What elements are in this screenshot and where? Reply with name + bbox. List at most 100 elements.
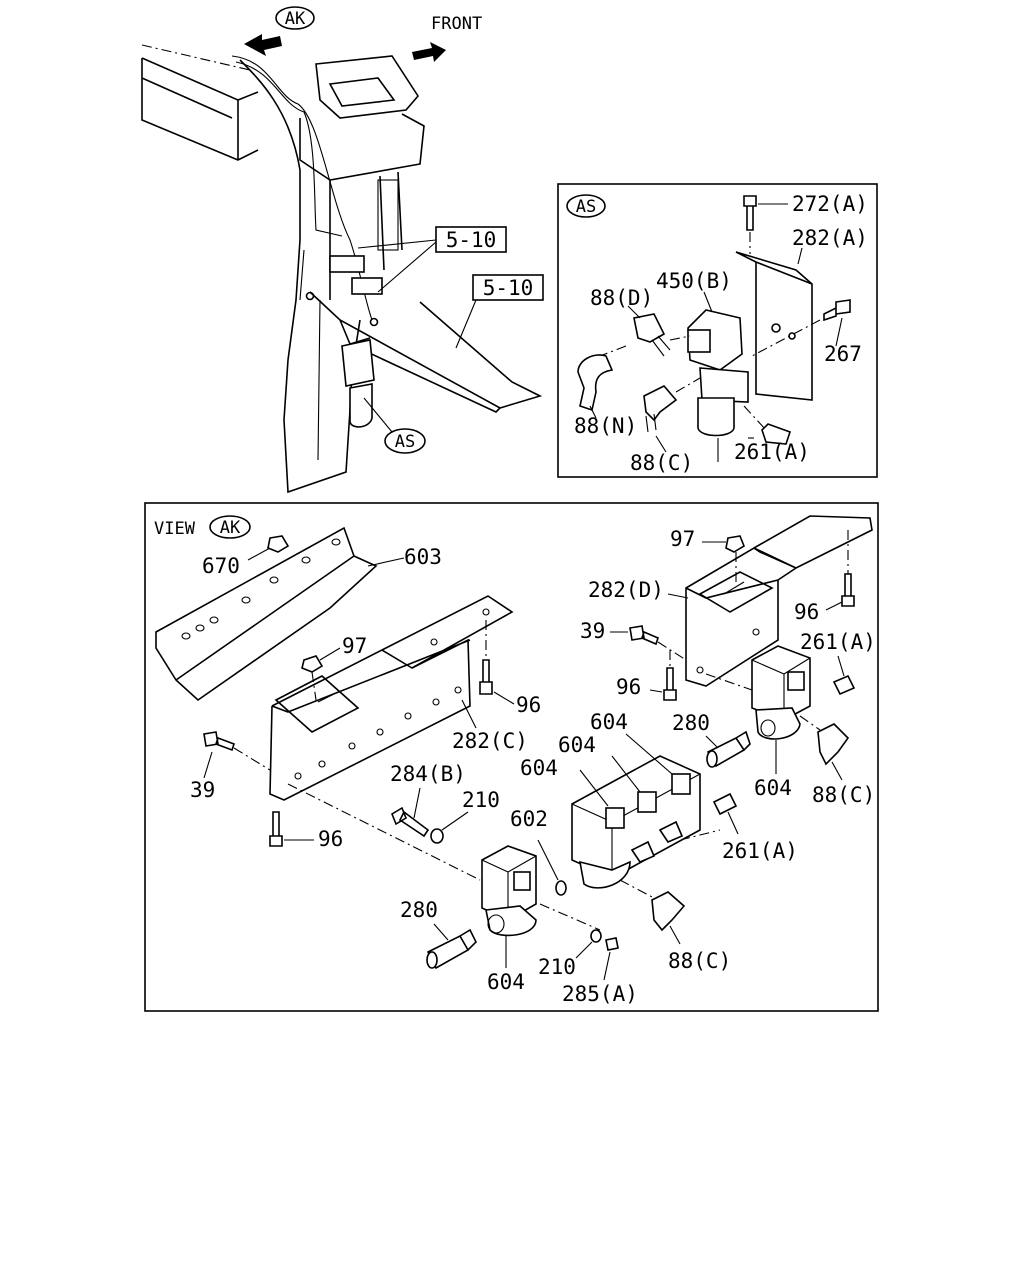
leader-280-left (433, 923, 449, 941)
label-39-right: 39 (580, 619, 605, 643)
valve-assembly-small (341, 339, 375, 387)
leader-604-c (579, 769, 609, 807)
hole (404, 712, 412, 720)
inset-as-tag: AS (576, 197, 596, 217)
dash-267 (751, 319, 821, 357)
leader-280-right (705, 735, 719, 749)
hole (241, 596, 251, 604)
solenoid-valve-450b (687, 309, 743, 371)
label-261a-right: 261(A) (800, 630, 876, 654)
hole (209, 616, 219, 624)
label-96-top-right: 96 (794, 600, 819, 624)
as-tag-leader (363, 397, 393, 433)
oring-602 (555, 880, 567, 896)
elbow-88c-right (817, 723, 850, 766)
nut-97-left (301, 655, 324, 673)
bolt-96-top-right (841, 573, 855, 607)
valve-604-right-port (760, 719, 776, 737)
valve-604-front-cap (513, 871, 531, 891)
hole (454, 686, 462, 694)
ref-box-5-10-lower (472, 274, 544, 301)
bolt-96-lower (269, 811, 283, 847)
hole (348, 742, 356, 750)
fitting-280-left-end (426, 951, 438, 969)
cab-column (239, 59, 361, 494)
leader-670 (247, 547, 271, 561)
label-88c-lower: 88(C) (668, 949, 731, 973)
dash-88c (675, 377, 701, 393)
label-97-left: 97 (342, 634, 367, 658)
hole (482, 608, 490, 616)
label-88n: 88(N) (574, 414, 637, 438)
label-39-left: 39 (190, 778, 215, 802)
leader-450b (703, 291, 713, 313)
bracket-282c-slot-plate (274, 675, 360, 733)
nut-670 (267, 535, 290, 553)
inset-as-panel: AS 272(A) 282(A) 267 450(B) 88(D) (557, 183, 878, 478)
label-282d: 282(D) (588, 578, 664, 602)
ak-direction-arrow (244, 34, 282, 56)
bolt-crossmember-1 (305, 291, 315, 301)
as-tag-oval (384, 428, 426, 454)
bolt-39-right (629, 625, 659, 646)
label-602: 602 (510, 807, 548, 831)
elbow-88n (577, 354, 614, 412)
label-88c-right: 88(C) (812, 783, 875, 807)
label-280-left: 280 (400, 898, 438, 922)
hole (269, 576, 279, 584)
frame-rail-dashes (141, 44, 251, 71)
hole (181, 632, 191, 640)
hole (432, 698, 440, 706)
as-tag-text: AS (395, 432, 415, 452)
view-ak-panel: VIEW AK 670 603 (144, 502, 879, 1012)
solenoid-coil-450b (687, 329, 711, 353)
bolt-96-right (479, 659, 493, 695)
valve-tower-top (315, 55, 419, 119)
fitting-88d (633, 313, 666, 343)
valve-604-right-base (755, 707, 801, 740)
valve-604-manifold (571, 755, 701, 889)
leader-604-b (611, 755, 641, 793)
harness-wire-b (235, 61, 343, 237)
front-label: FRONT (431, 14, 482, 34)
dash-97-left (311, 671, 317, 701)
view-ak-tag-oval (209, 515, 251, 539)
connector-lower (351, 277, 383, 295)
bolt-39-left (203, 731, 236, 752)
hole (301, 556, 311, 564)
leader-39-left (203, 751, 213, 779)
bracket-282c-holes (294, 608, 490, 780)
valve-bowl-450b (697, 397, 735, 437)
leader-284b (413, 787, 421, 819)
dash-88c-right (799, 715, 821, 731)
inset-as-tag-oval (566, 194, 606, 218)
label-450b: 450(B) (656, 269, 732, 293)
leader-261a-mid (727, 811, 739, 835)
manifold-cap-1 (605, 807, 625, 829)
valve-604-right (751, 645, 811, 740)
label-96-right: 96 (516, 693, 541, 717)
leader-88d (627, 305, 641, 319)
fitting-88c-thread (645, 413, 657, 433)
leader-282a (797, 247, 803, 265)
bracket-282c-slot (317, 691, 339, 703)
bracket-282c (269, 595, 514, 801)
valve-604-front (481, 845, 537, 937)
leader-88c-lower (669, 925, 681, 945)
valve-604-front-port (487, 914, 505, 934)
bracket-282d-plate (698, 571, 774, 613)
bracket-282a-hole (771, 323, 781, 333)
dash-39-right (657, 641, 687, 661)
label-267: 267 (824, 342, 862, 366)
ref-5-10-upper: 5-10 (446, 228, 497, 252)
valve-body-450b (699, 367, 749, 403)
dash-88d (599, 335, 691, 357)
leader-96-top-right (825, 601, 843, 611)
nut-285a (605, 937, 619, 951)
valve-604-front-body (481, 845, 537, 921)
label-670: 670 (202, 554, 240, 578)
label-96-lower: 96 (318, 827, 343, 851)
leader-96-mid-right (649, 689, 663, 693)
fitting-280-right-end (706, 750, 718, 768)
nut-97-right (725, 535, 745, 553)
